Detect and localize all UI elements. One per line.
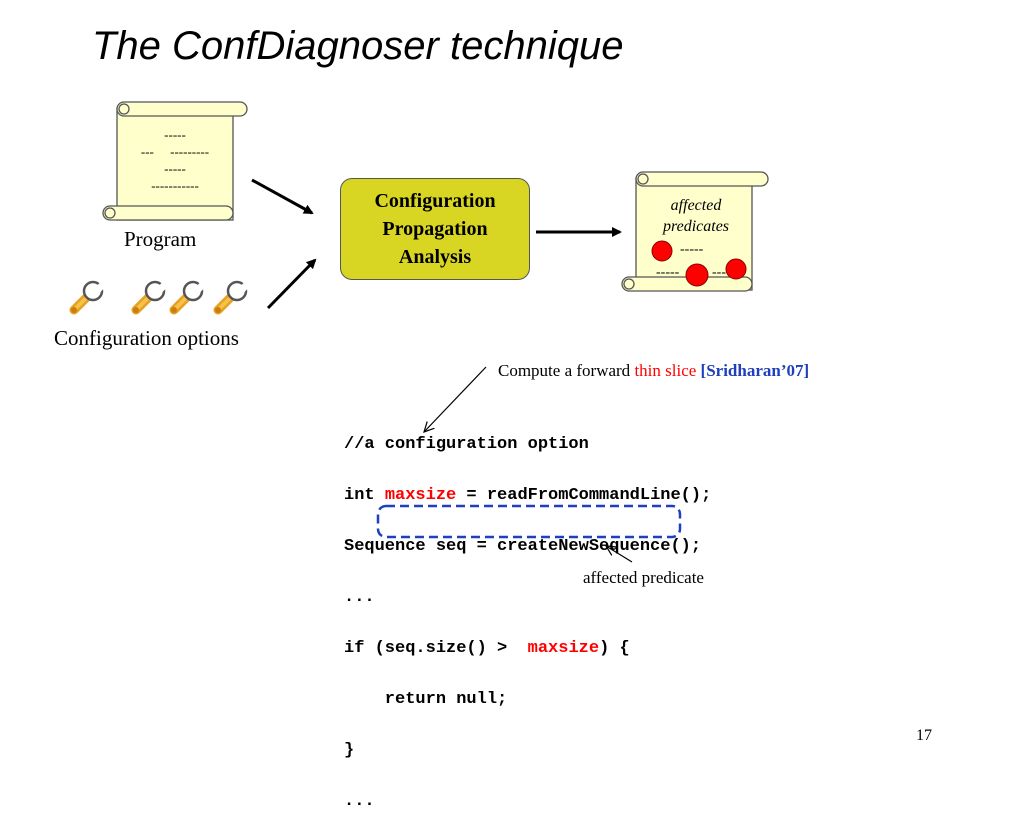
citation: [Sridharan’07]	[700, 361, 810, 380]
affected-predicates-heading: affected predicates	[640, 195, 752, 237]
page-number: 17	[916, 727, 932, 744]
program-line: -----	[164, 127, 186, 142]
code-line: int maxsize = readFromCommandLine();	[344, 483, 711, 509]
program-label: Program	[124, 227, 197, 251]
code-text: ) {	[599, 638, 630, 658]
affected-predicate-pointer	[606, 546, 633, 563]
thin-slice-text: thin slice	[634, 361, 697, 380]
program-line: -----------	[151, 178, 199, 193]
slide-title: The ConfDiagnoser technique	[92, 24, 624, 68]
wrench-icon	[215, 282, 249, 313]
arrow-program-to-analysis	[251, 178, 314, 215]
diagram-graphics	[0, 101, 769, 563]
wrench-icon-group	[71, 282, 249, 313]
output-line: predicates	[662, 218, 730, 235]
configuration-options-label: Configuration options	[54, 326, 239, 350]
program-scroll	[102, 101, 248, 221]
wrench-icon	[133, 282, 167, 313]
output-line: affected	[670, 197, 722, 214]
code-line: }	[344, 740, 355, 760]
affected-predicate-label: affected predicate	[583, 568, 704, 587]
maxsize-variable: maxsize	[527, 638, 600, 658]
output-dashes: ---	[712, 265, 726, 280]
code-text: if (seq.size() >	[344, 638, 528, 658]
code-text: int	[344, 485, 385, 505]
predicate-highlight-box	[376, 504, 682, 539]
analysis-line: Propagation	[382, 218, 488, 240]
code-line: ...	[344, 587, 375, 607]
program-line: --- ---------	[140, 144, 210, 159]
configuration-propagation-analysis-box: Configuration Propagation Analysis	[340, 178, 530, 280]
output-dashes: -----	[680, 242, 704, 257]
output-dashes: -----	[656, 265, 680, 280]
analysis-line: Configuration	[374, 190, 496, 212]
wrench-icon	[171, 282, 205, 313]
code-block: //a configuration option int maxsize = r…	[344, 406, 711, 840]
code-line: Sequence seq = createNewSequence();	[344, 536, 702, 556]
wrench-icon	[71, 282, 105, 313]
code-line: //a configuration option	[344, 434, 589, 454]
code-line: if (seq.size() > maxsize) {	[344, 636, 711, 662]
maxsize-variable: maxsize	[384, 485, 457, 505]
annotation-prefix: Compute a forward	[498, 361, 635, 380]
arrow-options-to-analysis	[266, 258, 317, 310]
analysis-line: Analysis	[398, 246, 472, 268]
code-text: = readFromCommandLine();	[456, 485, 712, 505]
code-line: ...	[344, 791, 375, 811]
annotation-pointer	[424, 366, 487, 432]
program-line: -----	[164, 161, 186, 176]
code-line: return null;	[344, 689, 508, 709]
thin-slice-annotation: Compute a forward thin slice [Sridharan’…	[498, 361, 809, 381]
program-code-lines: ----- --- --------- ----- -----------	[120, 126, 230, 194]
